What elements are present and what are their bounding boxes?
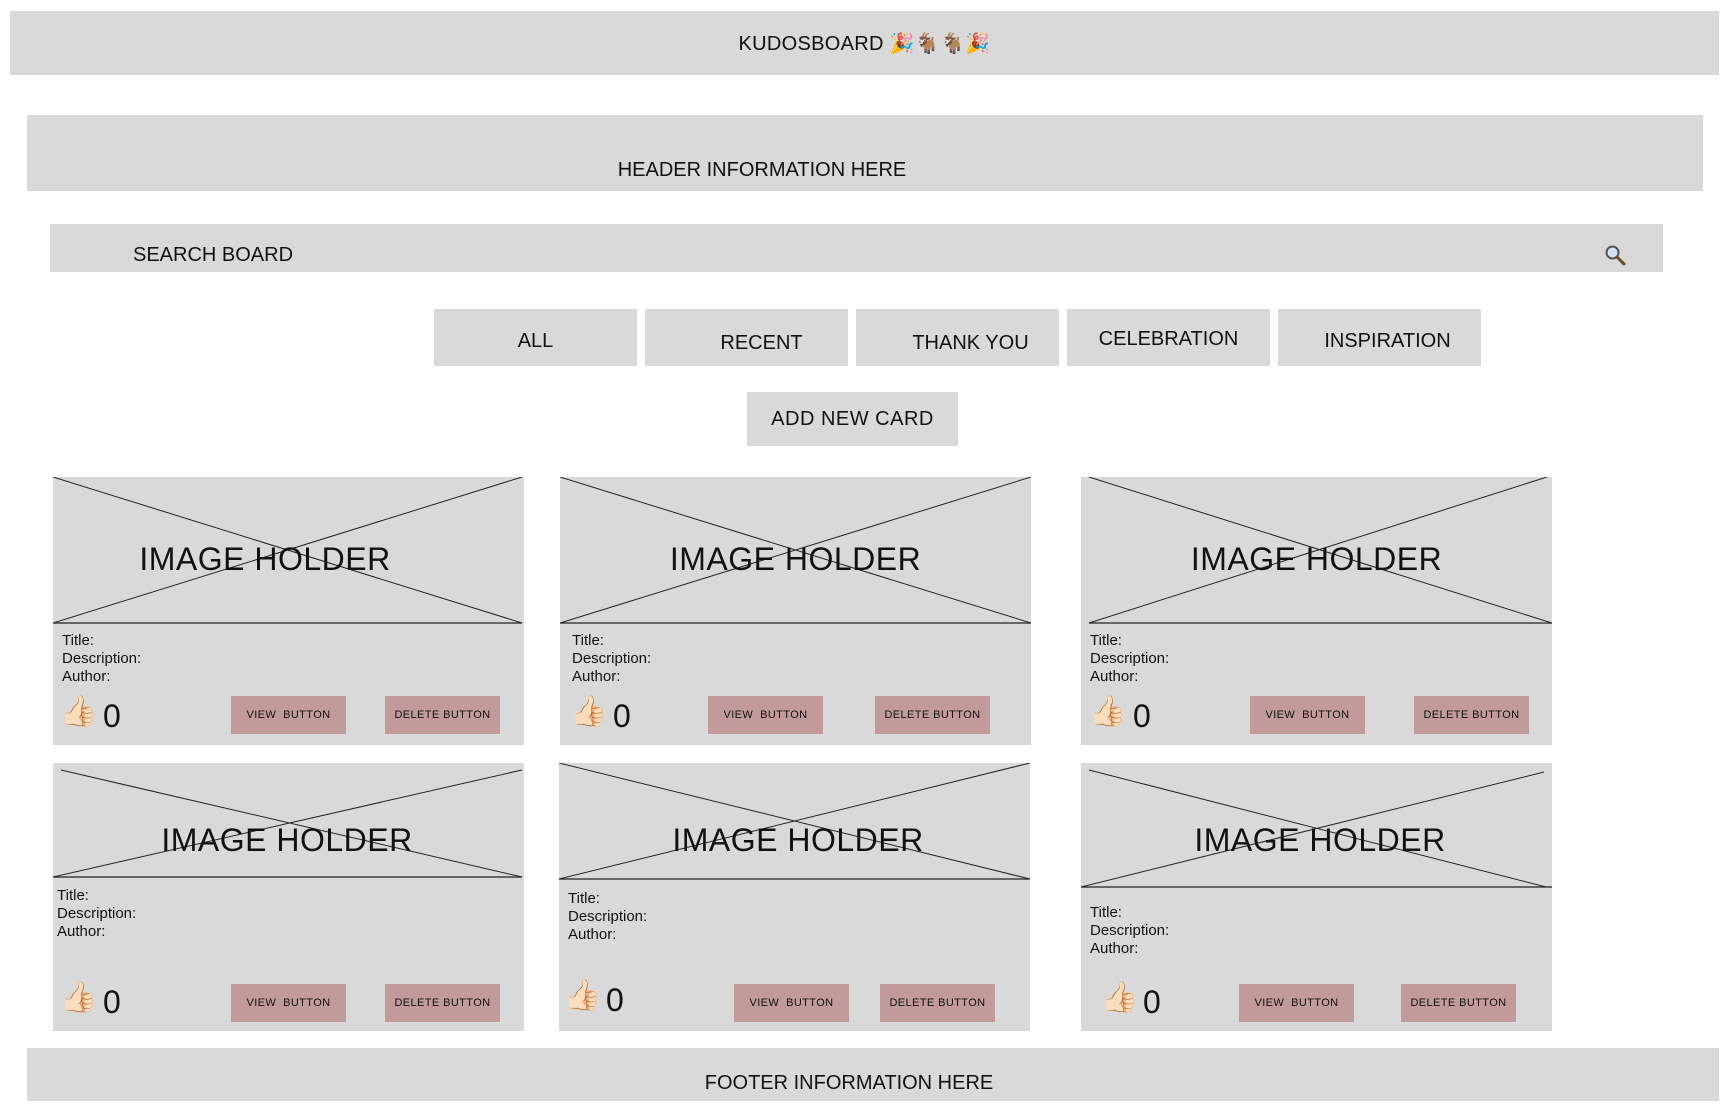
image-placeholder [559,763,1030,880]
app-title: KUDOSBOARD 🎉🐐🐐🎉 [738,32,991,55]
image-holder-label: IMAGE HOLDER [672,822,924,858]
card-description-label: Description: [572,650,652,667]
like-count: 0 [1143,984,1161,1020]
delete-button[interactable]: DELETE BUTTON [385,984,500,1022]
add-new-card-label: ADD NEW CARD [771,407,934,430]
image-placeholder [53,477,523,624]
image-placeholder [1081,769,1552,888]
filter-inspiration-label: INSPIRATION [1324,330,1451,352]
card-meta: Title: Description: Author: [572,632,651,686]
view-button[interactable]: VIEW BUTTON [231,984,346,1022]
card-meta: Title: Description: Author: [1090,904,1169,958]
footer-panel: FOOTER INFORMATION HERE [27,1048,1719,1101]
card-description-label: Description: [57,905,137,922]
image-placeholder [53,769,523,878]
image-holder-label: IMAGE HOLDER [1190,541,1443,577]
kudos-card: IMAGE HOLDER Title: Description: Author:… [53,477,524,745]
like-count: 0 [613,698,631,734]
thumbs-up-icon[interactable]: 👍🏻 [1089,695,1127,728]
image-holder-label: IMAGE HOLDER [1194,822,1446,858]
card-title-label: Title: [568,890,600,907]
kudos-card: IMAGE HOLDER Title: Description: Author:… [1081,763,1552,1031]
card-title-label: Title: [572,632,604,649]
kudos-card: IMAGE HOLDER Title: Description: Author:… [560,477,1031,745]
thumbs-up-icon[interactable]: 👍🏻 [60,981,98,1014]
delete-button[interactable]: DELETE BUTTON [880,984,995,1022]
delete-button[interactable]: DELETE BUTTON [385,696,500,734]
thumbs-up-icon[interactable]: 👍🏻 [60,695,98,728]
card-author-label: Author: [568,926,617,943]
thumbs-up-icon[interactable]: 👍🏻 [1101,981,1139,1014]
kudos-card: IMAGE HOLDER Title: Description: Author:… [1081,477,1552,745]
card-meta: Title: Description: Author: [62,632,141,686]
card-title-label: Title: [62,632,94,649]
filter-all-button[interactable]: ALL [434,309,637,366]
delete-button[interactable]: DELETE BUTTON [875,696,990,734]
like-count: 0 [103,984,121,1020]
view-button[interactable]: VIEW BUTTON [1250,696,1365,734]
header-panel: HEADER INFORMATION HERE [27,115,1703,191]
filter-recent-button[interactable]: RECENT [645,309,848,366]
card-meta: Title: Description: Author: [568,890,647,944]
like-count: 0 [1133,698,1151,734]
kudos-card: IMAGE HOLDER Title: Description: Author:… [53,763,524,1031]
card-author-label: Author: [1090,668,1139,685]
like-count: 0 [103,698,121,734]
search-label: SEARCH BOARD [133,244,294,266]
card-author-label: Author: [1090,940,1139,957]
filter-inspiration-button[interactable]: INSPIRATION [1278,309,1481,366]
add-new-card-button[interactable]: ADD NEW CARD [747,392,958,446]
card-title-label: Title: [1090,904,1122,921]
kudos-card: IMAGE HOLDER Title: Description: Author:… [559,763,1030,1031]
card-meta: Title: Description: Author: [57,887,136,941]
card-description-label: Description: [1090,922,1170,939]
card-meta: Title: Description: Author: [1090,632,1169,686]
card-author-label: Author: [572,668,621,685]
filter-recent-label: RECENT [720,332,803,354]
card-description-label: Description: [568,908,648,925]
delete-button[interactable]: DELETE BUTTON [1414,696,1529,734]
filter-all-label: ALL [517,330,554,352]
footer-text: FOOTER INFORMATION HERE [704,1072,994,1094]
view-button[interactable]: VIEW BUTTON [708,696,823,734]
image-holder-label: IMAGE HOLDER [669,541,922,577]
card-title-label: Title: [57,887,89,904]
card-author-label: Author: [62,668,111,685]
header-text: HEADER INFORMATION HERE [617,159,907,181]
view-button[interactable]: VIEW BUTTON [1239,984,1354,1022]
card-author-label: Author: [57,923,106,940]
view-button[interactable]: VIEW BUTTON [734,984,849,1022]
thumbs-up-icon[interactable]: 👍🏻 [564,979,602,1012]
title-bar: KUDOSBOARD 🎉🐐🐐🎉 [10,11,1719,75]
thumbs-up-icon[interactable]: 👍🏻 [570,695,608,728]
search-icon[interactable] [1604,244,1626,266]
view-button[interactable]: VIEW BUTTON [231,696,346,734]
filter-celebration-label: CELEBRATION [1098,328,1239,350]
filter-thank-you-label: THANK YOU [912,332,1029,354]
image-placeholder [560,477,1031,624]
card-title-label: Title: [1090,632,1122,649]
filter-thank-you-button[interactable]: THANK YOU [856,309,1059,366]
delete-button[interactable]: DELETE BUTTON [1401,984,1516,1022]
image-holder-label: IMAGE HOLDER [161,822,413,858]
like-count: 0 [606,982,624,1018]
image-placeholder [1088,477,1552,624]
card-description-label: Description: [62,650,142,667]
search-bar[interactable]: SEARCH BOARD [50,224,1663,272]
image-holder-label: IMAGE HOLDER [139,541,391,577]
filter-celebration-button[interactable]: CELEBRATION [1067,309,1270,366]
card-description-label: Description: [1090,650,1170,667]
